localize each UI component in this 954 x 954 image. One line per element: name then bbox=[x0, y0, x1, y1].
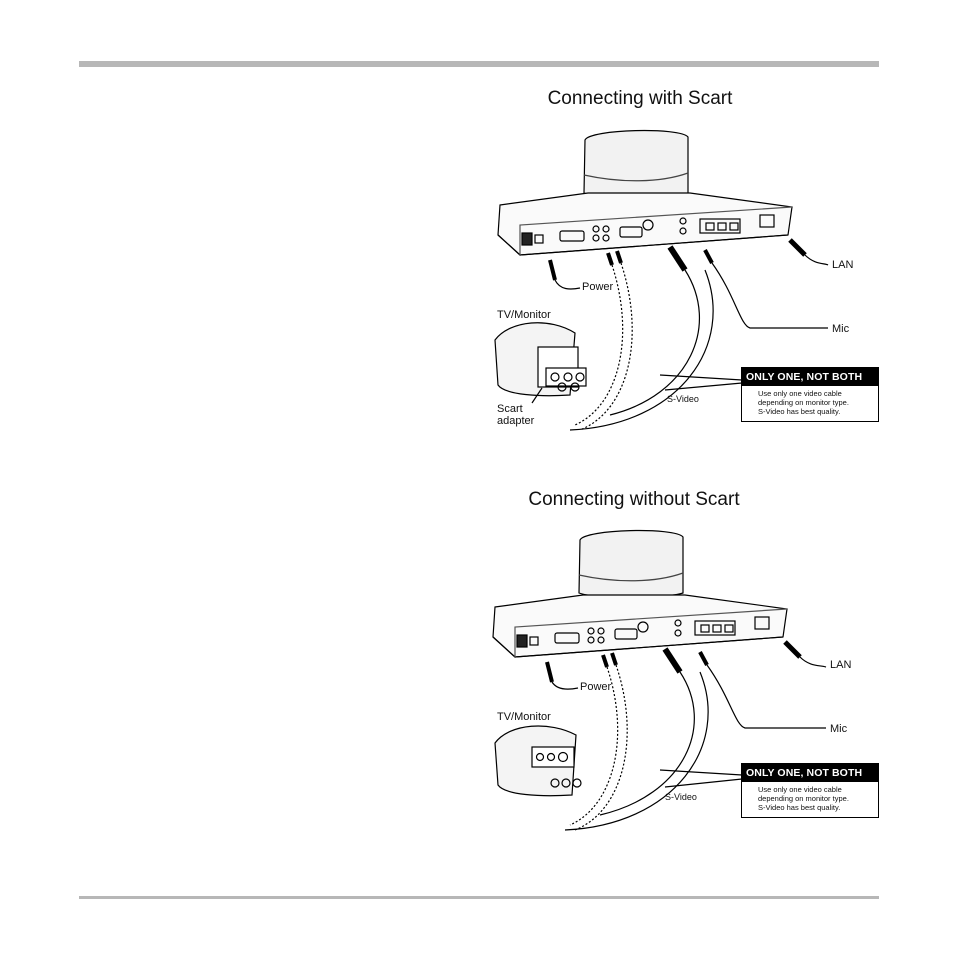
diagram-without-scart: Connecting without Scart bbox=[480, 485, 890, 845]
connection-illustration bbox=[492, 529, 827, 831]
notice-line: depending on monitor type. bbox=[758, 398, 849, 407]
notice-heading: ONLY ONE, NOT BOTH bbox=[742, 368, 878, 386]
notice-line: S-Video has best quality. bbox=[758, 407, 841, 416]
notice-line: Use only one video cable bbox=[758, 785, 842, 794]
camera-icon bbox=[578, 529, 684, 599]
mic-label: Mic bbox=[832, 323, 850, 335]
notice-body: Use only one video cable depending on mo… bbox=[742, 782, 878, 812]
notice-line: S-Video has best quality. bbox=[758, 803, 841, 812]
s-video-label: S-Video bbox=[667, 394, 699, 404]
mic-label: Mic bbox=[830, 723, 848, 735]
top-rule bbox=[79, 61, 879, 67]
power-label: Power bbox=[582, 281, 614, 293]
diagram-title: Connecting without Scart bbox=[528, 489, 740, 510]
notice-body: Use only one video cable depending on mo… bbox=[742, 386, 878, 416]
lan-label: LAN bbox=[832, 259, 854, 271]
connection-illustration bbox=[494, 129, 829, 431]
tv-monitor-label: TV/Monitor bbox=[497, 711, 551, 723]
tv-monitor-label: TV/Monitor bbox=[497, 309, 551, 321]
scart-adapter-label: Scart adapter bbox=[497, 403, 534, 427]
camera-icon bbox=[583, 129, 689, 199]
video-cable-notice: ONLY ONE, NOT BOTH Use only one video ca… bbox=[741, 367, 879, 422]
notice-heading: ONLY ONE, NOT BOTH bbox=[742, 764, 878, 782]
diagram-with-scart: Connecting with Scart bbox=[480, 85, 890, 445]
diagram-title: Connecting with Scart bbox=[547, 88, 733, 109]
video-cable-notice: ONLY ONE, NOT BOTH Use only one video ca… bbox=[741, 763, 879, 818]
lan-label: LAN bbox=[830, 659, 852, 671]
scart-label-line1: Scart bbox=[497, 403, 523, 415]
scart-adapter-icon bbox=[545, 367, 587, 387]
notice-line: depending on monitor type. bbox=[758, 794, 849, 803]
bottom-rule bbox=[79, 896, 879, 899]
s-video-label: S-Video bbox=[665, 792, 697, 802]
power-label: Power bbox=[580, 681, 612, 693]
notice-line: Use only one video cable bbox=[758, 389, 842, 398]
scart-label-line2: adapter bbox=[497, 415, 535, 427]
